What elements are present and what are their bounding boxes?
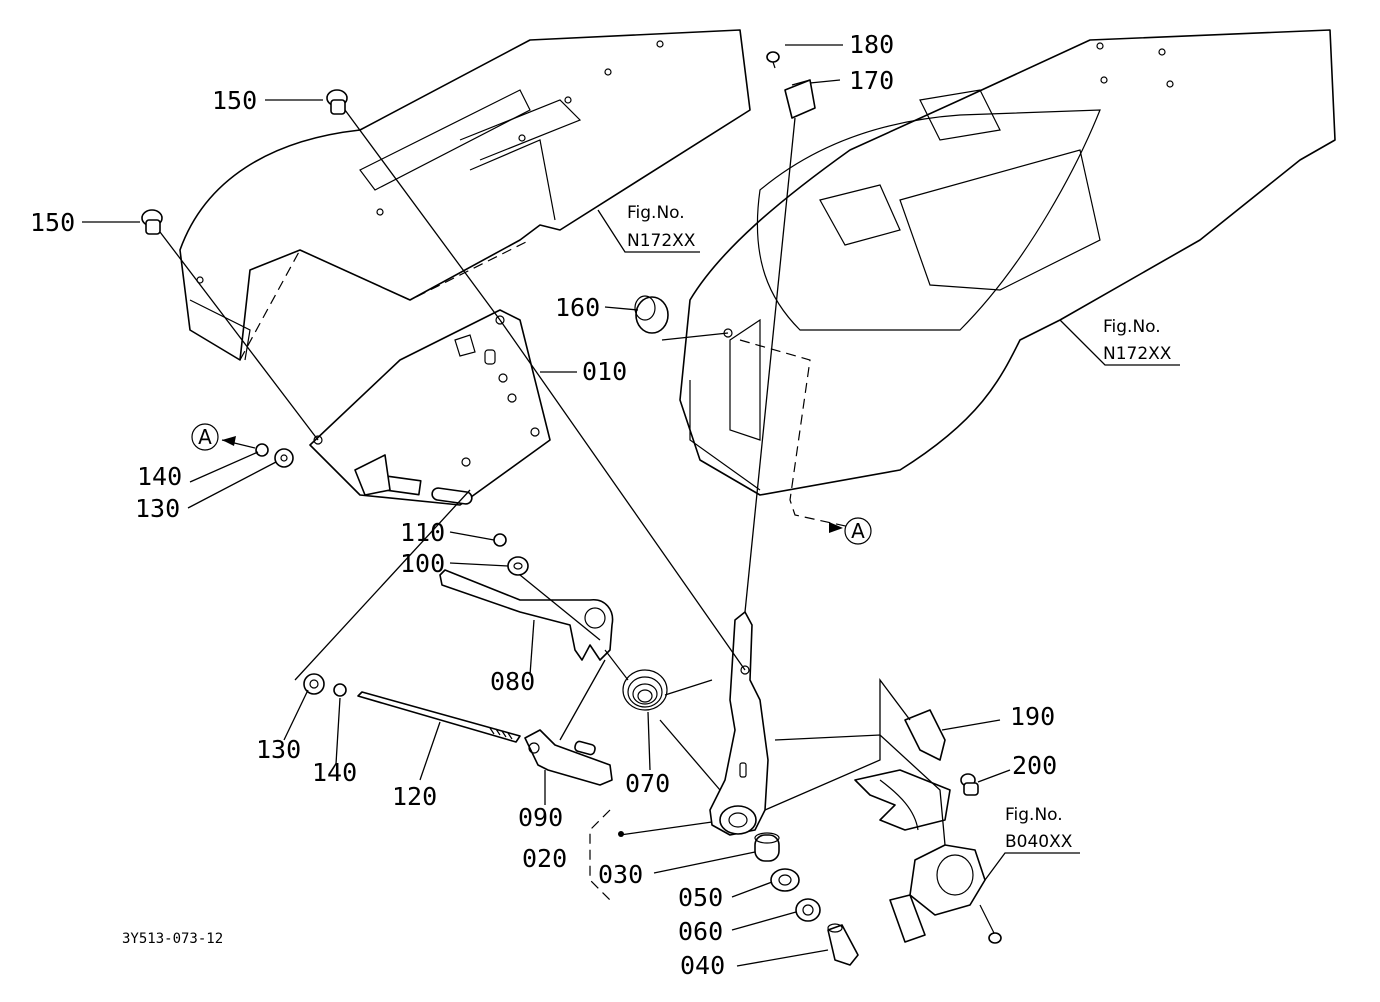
svg-text:N172XX: N172XX xyxy=(627,231,696,251)
callout-150-a: 150 xyxy=(212,86,257,115)
callout-010: 010 xyxy=(582,357,627,386)
washer-050 xyxy=(770,868,800,892)
grip-170 xyxy=(784,79,816,119)
svg-text:B040XX: B040XX xyxy=(1005,832,1073,852)
svg-text:Fig.No.: Fig.No. xyxy=(1005,805,1063,825)
knob-160 xyxy=(634,295,669,334)
callout-110: 110 xyxy=(400,518,445,547)
svg-text:Fig.No.: Fig.No. xyxy=(627,203,685,223)
callout-130-b: 130 xyxy=(256,735,301,764)
callout-140-b: 140 xyxy=(312,758,357,787)
svg-text:Fig.No.: Fig.No. xyxy=(1103,317,1161,337)
lever-080 xyxy=(439,569,614,661)
callout-030: 030 xyxy=(598,860,643,889)
washer-set-lower xyxy=(303,673,347,697)
callout-120: 120 xyxy=(392,782,437,811)
washer-set-upper xyxy=(255,443,294,468)
main-lever-020 xyxy=(709,611,769,836)
callout-090: 090 xyxy=(518,803,563,832)
pin-040 xyxy=(827,923,859,966)
bolt-150-lower xyxy=(141,209,163,235)
washer-110 xyxy=(493,533,507,547)
washer-060 xyxy=(795,898,821,922)
bracket-190 xyxy=(854,709,951,831)
switch-assembly-b040xx xyxy=(889,844,1002,944)
dashed-construction-lines xyxy=(239,239,531,361)
reference-arrow-upper: A xyxy=(191,423,256,451)
bracket-plate-010 xyxy=(309,309,551,506)
callout-labels: 150 150 180 170 160 010 140 130 110 100 … xyxy=(30,30,1057,980)
callout-040: 040 xyxy=(680,951,725,980)
screw-180 xyxy=(766,51,780,69)
connection-lines xyxy=(159,109,946,846)
svg-text:N172XX: N172XX xyxy=(1103,344,1172,364)
callout-130-a: 130 xyxy=(135,494,180,523)
callout-080: 080 xyxy=(490,667,535,696)
right-console-housing xyxy=(679,29,1336,528)
callout-020: 020 xyxy=(522,844,567,873)
svg-text:A: A xyxy=(851,519,865,543)
bushing-030 xyxy=(754,832,780,862)
callout-160: 160 xyxy=(555,293,600,322)
clevis-090 xyxy=(524,729,613,786)
callout-100: 100 xyxy=(400,549,445,578)
callout-140-a: 140 xyxy=(137,462,182,491)
callout-060: 060 xyxy=(678,917,723,946)
drawing-code: 3Y513-073-12 xyxy=(122,931,223,947)
washer-100 xyxy=(507,556,529,576)
callout-leaders xyxy=(82,44,1180,967)
callout-050: 050 xyxy=(678,883,723,912)
screw-200 xyxy=(960,773,979,796)
figure-ref-n172xx-right: Fig.No. N172XX xyxy=(1103,317,1172,364)
callout-180: 180 xyxy=(849,30,894,59)
callout-190: 190 xyxy=(1010,702,1055,731)
spring-070 xyxy=(604,649,713,711)
figure-ref-b040xx: Fig.No. B040XX xyxy=(1005,805,1073,852)
callout-070: 070 xyxy=(625,769,670,798)
rod-120 xyxy=(357,691,521,743)
figure-ref-n172xx-left: Fig.No. N172XX xyxy=(627,203,696,251)
reference-arrow-lower: A xyxy=(829,517,872,545)
bolt-150-upper xyxy=(326,89,348,115)
group-bracket-020 xyxy=(589,809,624,901)
callout-170: 170 xyxy=(849,66,894,95)
callout-150-b: 150 xyxy=(30,208,75,237)
svg-text:A: A xyxy=(198,425,212,449)
callout-200: 200 xyxy=(1012,751,1057,780)
